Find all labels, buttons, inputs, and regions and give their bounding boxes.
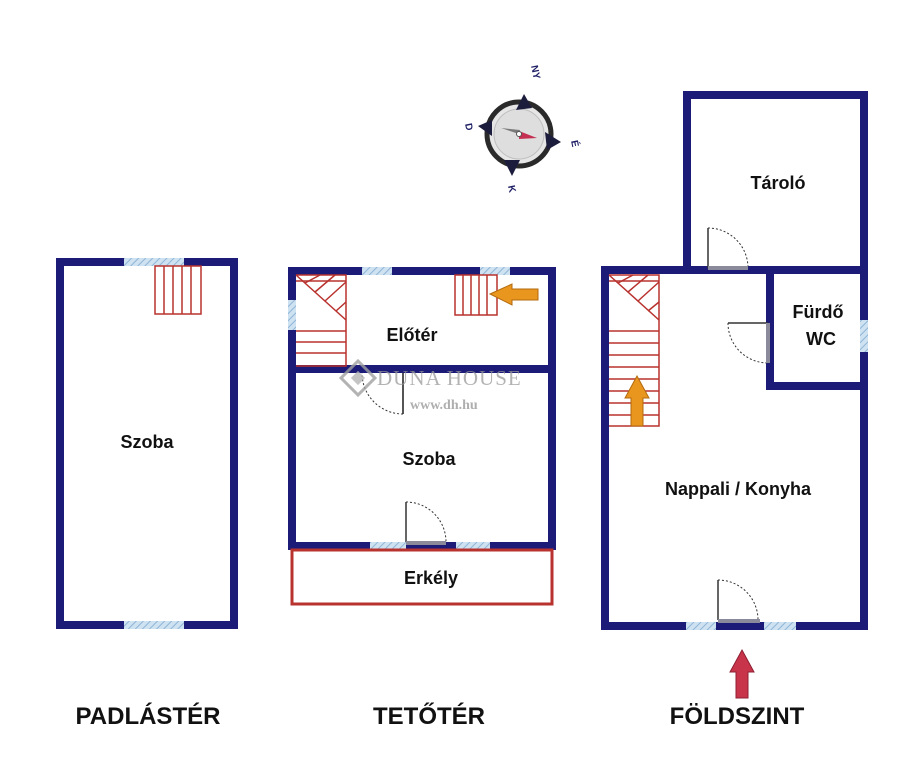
padlaster-window-top [124,258,184,266]
compass-tip-south [504,160,520,176]
floor-padlaster: Szoba PADLÁSTÉR [56,258,238,730]
foldszint-entrance-arrow [729,648,755,699]
padlaster-floor-label: PADLÁSTÉR [76,702,221,730]
teteter-balcony [290,548,554,606]
foldszint-door-tarolo [707,227,749,270]
watermark-url: www.dh.hu [410,398,478,413]
compass-letter-west: D [462,122,474,131]
foldszint-door-entrance [717,579,760,623]
foldszint-stair-direction-arrow [624,374,650,427]
foldszint-floor-label: FÖLDSZINT [670,703,805,730]
compass-tip-east [545,132,561,150]
teteter-window-top-2 [480,267,510,275]
padlaster-room-szoba: Szoba [120,432,174,452]
floor-teteter: Előtér Szoba Erkély TETŐTÉR [288,267,556,730]
teteter-door-balcony [405,501,447,545]
foldszint-room-tarolo: Tároló [750,173,805,193]
compass-tip-north [516,94,532,110]
teteter-room-eloter: Előtér [386,325,437,345]
foldszint-door-bathroom [727,322,770,364]
watermark-logo-icon [338,358,378,398]
floor-foldszint: Tároló Fürdő WC Nappali / Konyha FÖLDSZI… [601,91,868,730]
compass-needle-north [519,131,537,139]
watermark-brand: DUNA HOUSE [377,366,522,390]
teteter-floor-label: TETŐTÉR [373,702,485,730]
foldszint-room-nappali: Nappali / Konyha [665,479,812,499]
padlaster-stairs [154,265,202,315]
teteter-outer-wall [288,267,556,550]
teteter-stair-direction-arrow [488,283,539,306]
teteter-window-left [288,300,296,330]
teteter-room-erkely: Erkély [404,568,458,588]
foldszint-window-bath [860,320,868,352]
compass-letter-east: É [568,139,582,149]
teteter-stairs-eloter [454,274,498,316]
teteter-room-szoba: Szoba [402,449,456,469]
teteter-stairs-left [295,274,347,367]
teteter-window-bottom-2 [456,542,490,550]
teteter-window-bottom-1 [370,542,406,550]
compass-tip-west [478,120,492,136]
compass-letter-north: NY [528,64,542,80]
padlaster-window-bottom [124,621,184,629]
compass: NY É K D [462,64,582,194]
compass-letter-south: K [505,184,517,194]
foldszint-room-furdo: Fürdő [793,302,844,322]
foldszint-window-bottom-2 [764,622,796,630]
teteter-door-eloter-szoba [361,372,404,415]
watermark: DUNA HOUSE www.dh.hu [338,358,522,413]
foldszint-bathroom-wall [766,266,868,390]
teteter-window-top-1 [362,267,392,275]
compass-hub [516,131,522,137]
foldszint-room-wc: WC [806,329,836,349]
compass-needle-south [501,128,520,134]
foldszint-window-bottom-1 [686,622,716,630]
